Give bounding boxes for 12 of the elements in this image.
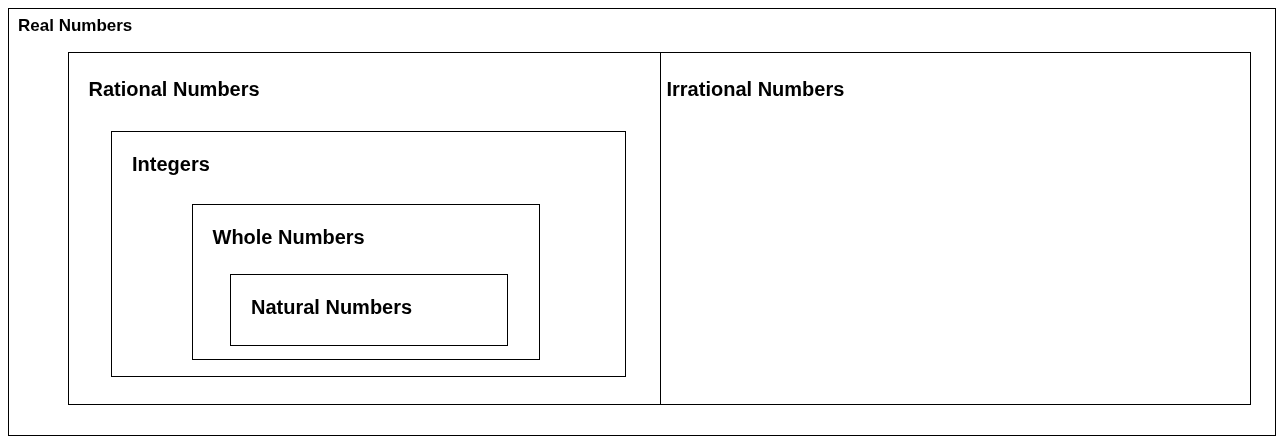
set-box [659,51,1251,405]
set-box [67,51,661,405]
set-box [191,203,540,360]
set-label: Integers [132,152,210,176]
set-box [230,274,508,346]
set-box [8,8,1276,436]
set-label: Natural Numbers [251,295,413,319]
set-label: Rational Numbers [88,76,260,101]
set-box [111,131,626,377]
set-label: Whole Numbers [212,224,365,249]
set-label: Irrational Numbers [666,76,845,101]
set-label: Real Numbers [18,16,133,37]
